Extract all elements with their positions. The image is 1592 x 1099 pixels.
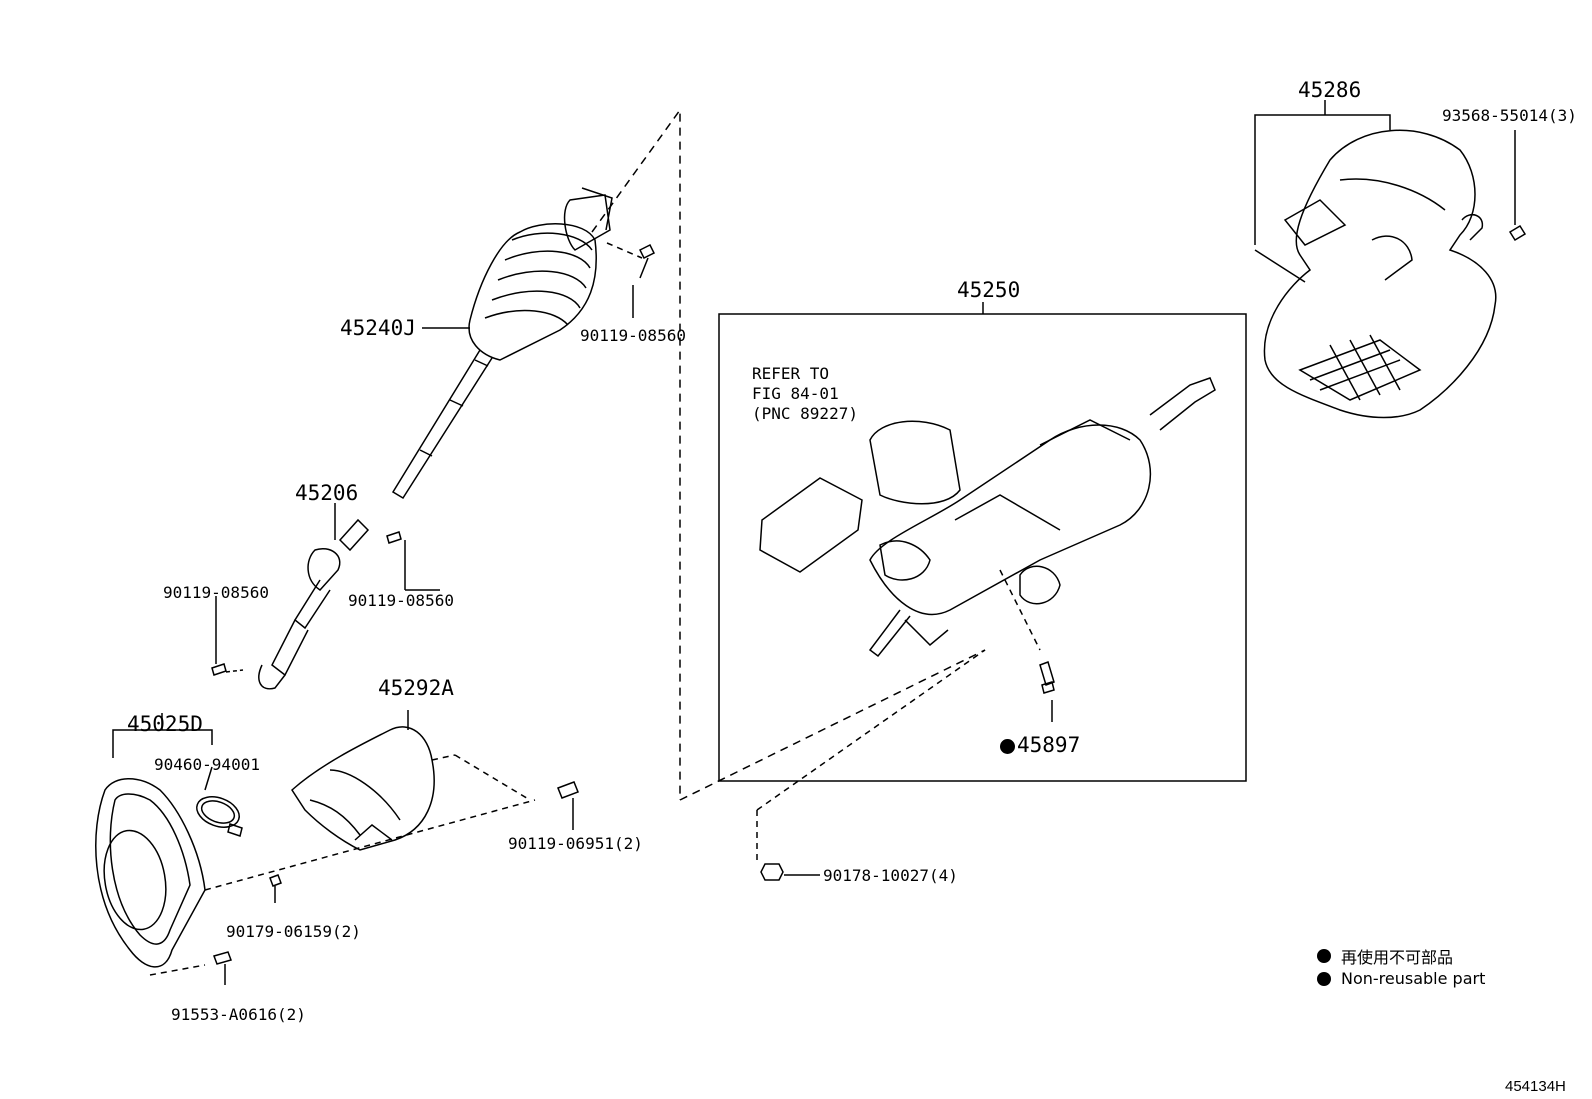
- steering-column-drawing: [756, 377, 1216, 881]
- part-label-45240J: 45240J: [340, 316, 416, 340]
- part-label-90119-06951: 90119-06951(2): [508, 834, 643, 853]
- part-label-45286: 45286: [1298, 78, 1362, 102]
- part-label-93568-55014: 93568-55014(3): [1442, 106, 1577, 125]
- refer-note: REFER TO FIG 84-01 (PNC 89227): [752, 364, 858, 424]
- boot-45025D-drawing: [95, 713, 536, 985]
- part-label-90119-08560: 90119-08560: [348, 591, 454, 610]
- part-label-45025D: 45025D: [127, 712, 203, 736]
- intermediate-shaft-drawing: [391, 187, 656, 500]
- part-label-90179-06159: 90179-06159(2): [226, 922, 361, 941]
- legend-item-en: Non-reusable part: [1317, 969, 1485, 988]
- part-number-45897: 45897: [1017, 733, 1081, 757]
- legend-text-en: Non-reusable part: [1341, 969, 1486, 988]
- legend-text-jp: 再使用不可部品: [1341, 948, 1454, 967]
- refer-line-3: (PNC 89227): [752, 404, 858, 423]
- refer-line-2: FIG 84-01: [752, 384, 839, 403]
- part-label-45250: 45250: [957, 278, 1021, 302]
- refer-line-1: REFER TO: [752, 364, 830, 383]
- legend-item-jp: 再使用不可部品: [1317, 944, 1453, 968]
- legend-dot-icon: [1317, 949, 1331, 963]
- part-label-90178-10027: 90178-10027(4): [823, 866, 958, 885]
- column-cover-45292A-drawing: [291, 710, 579, 851]
- universal-joint-drawing: [211, 503, 440, 690]
- part-label-45897: 45897: [1000, 733, 1080, 757]
- upper-cover-45286-drawing: [1254, 100, 1527, 419]
- part-label-90119-08560: 90119-08560: [580, 326, 686, 345]
- legend-dot-icon: [1317, 971, 1331, 986]
- non-reusable-marker: [1000, 739, 1015, 754]
- figure-id: 454134H: [1505, 1078, 1566, 1095]
- projection-dashed-line-lower: [679, 649, 986, 801]
- part-label-45206: 45206: [295, 481, 359, 505]
- part-label-90460-94001: 90460-94001: [154, 755, 260, 774]
- projection-dashed-line: [591, 107, 681, 800]
- part-label-90119-08560: 90119-08560: [163, 583, 269, 602]
- part-label-45292A: 45292A: [378, 676, 454, 700]
- part-label-91553-A0616: 91553-A0616(2): [171, 1005, 306, 1024]
